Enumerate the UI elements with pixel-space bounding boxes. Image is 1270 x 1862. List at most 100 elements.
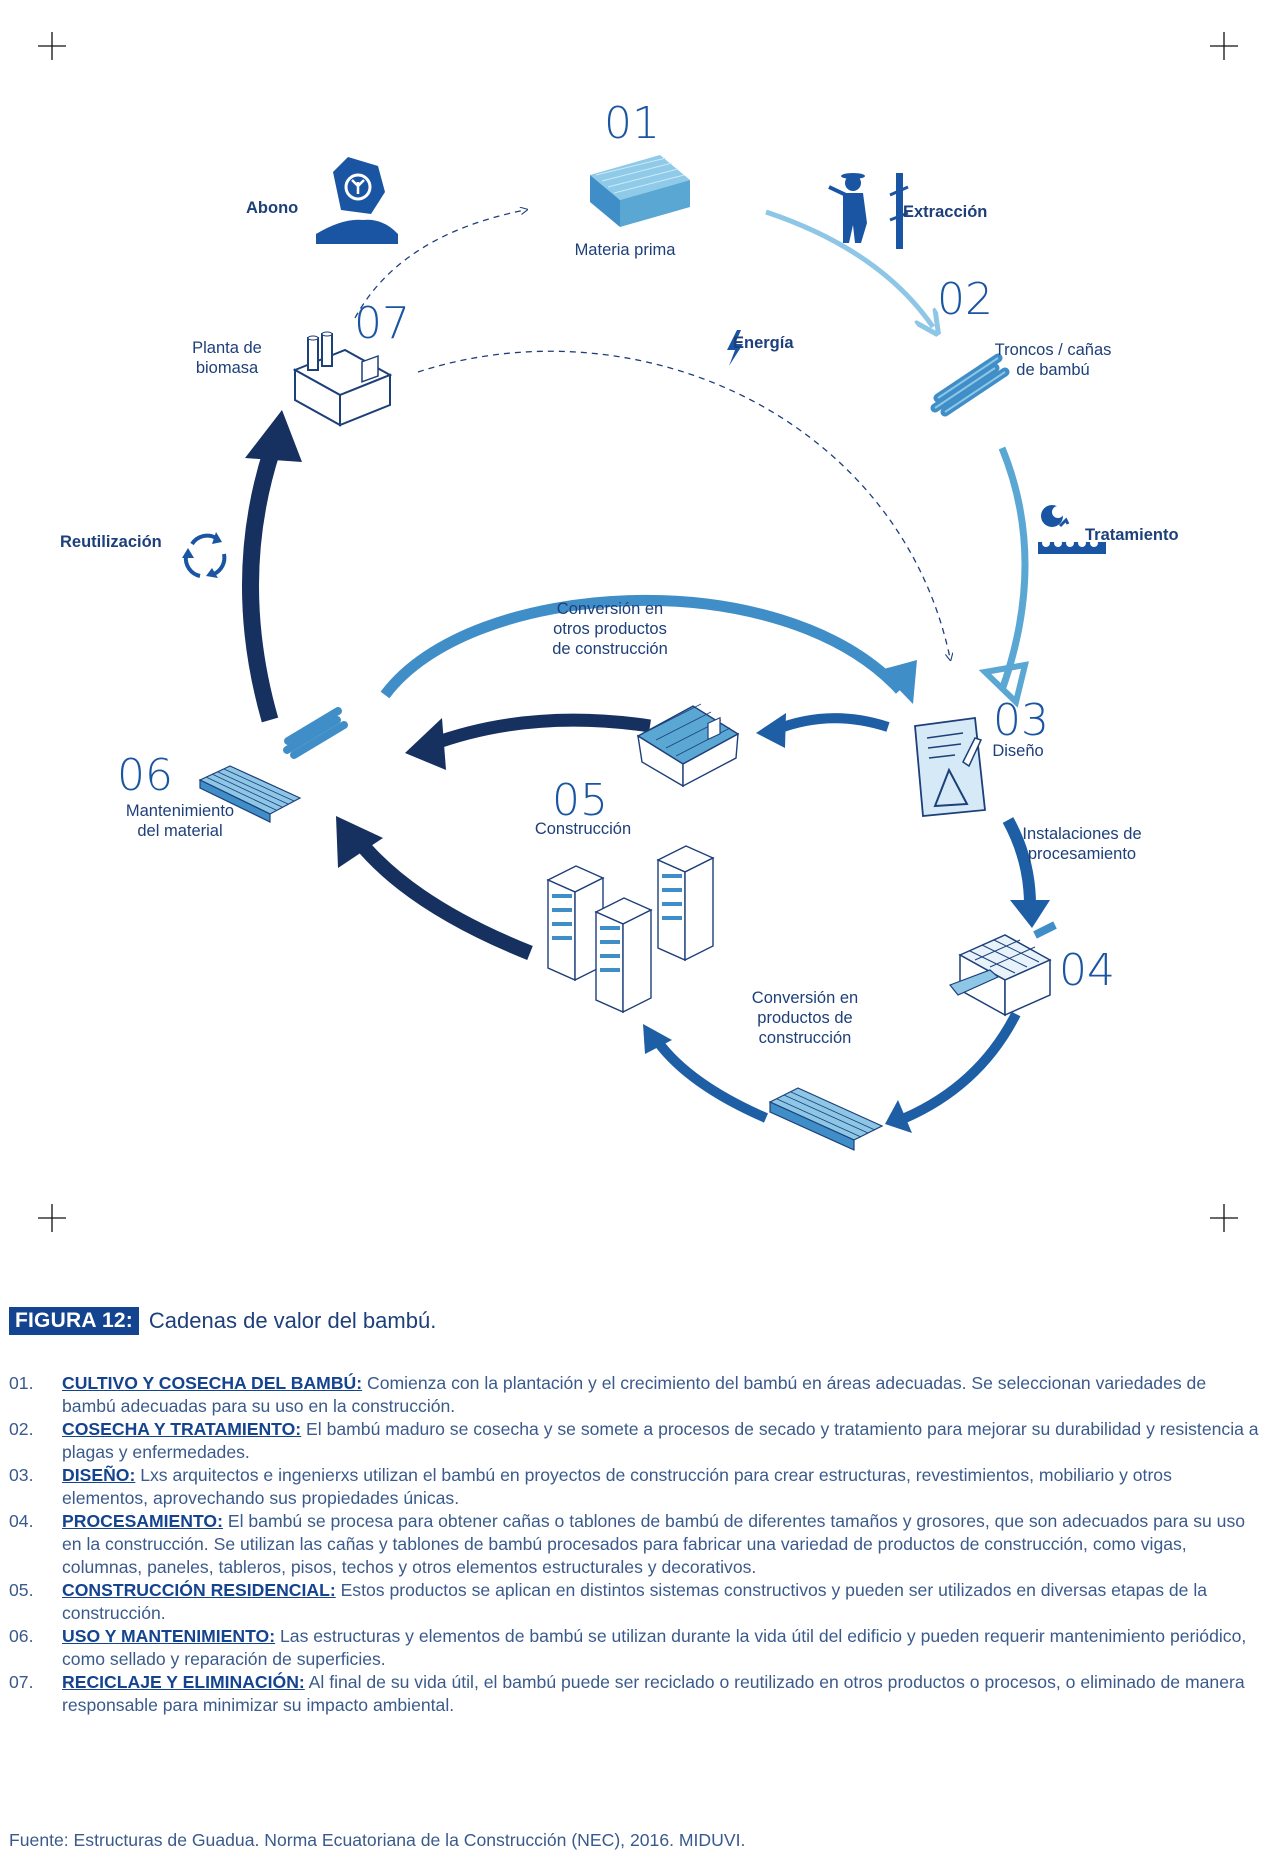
stage-02-label-line1: Troncos / cañas — [995, 341, 1112, 359]
crop-marks — [38, 32, 1238, 1232]
action-tratamiento-label: Tratamiento — [1085, 526, 1179, 544]
arrow-boards-05 — [653, 1038, 768, 1123]
arrowhead-03-house — [756, 713, 786, 748]
note-heading: COSECHA Y TRATAMIENTO: — [62, 1419, 302, 1439]
note-text: Comienza con la plantación y el crecimie… — [62, 1373, 1207, 1416]
note-text: Lxs arquitectos e ingenierxs utilizan el… — [62, 1465, 1172, 1508]
worker-harvest-icon — [828, 173, 909, 249]
house-icon — [636, 703, 740, 788]
note-number: 03. — [9, 1465, 34, 1485]
arrow-05-06 — [352, 835, 533, 960]
factory-icon — [949, 921, 1057, 1017]
stage-07-number: 07 — [354, 298, 410, 349]
note-number: 02. — [9, 1419, 34, 1439]
stage-03-number: 03 — [993, 695, 1049, 746]
action-conversion-top-line2: otros productos — [553, 620, 667, 638]
arrowhead-05-06 — [336, 816, 383, 868]
action-instalaciones-line1: Instalaciones de — [1022, 825, 1141, 843]
action-instalaciones-line2: procesamiento — [1028, 845, 1136, 863]
arrowhead-house-06 — [405, 718, 446, 770]
note-number: 07. — [9, 1672, 34, 1692]
stage-03-label: Diseño — [992, 742, 1043, 760]
stage-01-number: 01 — [604, 98, 660, 149]
note-number: 05. — [9, 1580, 34, 1600]
note-item: 03. DISEÑO: Lxs arquitectos e ingenierxs … — [9, 1464, 1259, 1510]
energy-bolt-icon — [727, 330, 743, 366]
arrowhead-conversion-top — [880, 660, 917, 704]
note-item: 01. CULTIVO Y COSECHA DEL BAMBÚ: Comienza… — [9, 1372, 1259, 1418]
figure-title: Cadenas de valor del bambú. — [148, 1308, 437, 1333]
note-heading: USO Y MANTENIMIENTO: — [62, 1626, 276, 1646]
arrow-conversion-top — [380, 594, 905, 699]
bamboo-logs-icon-06 — [283, 707, 348, 759]
arrowhead-04-boards — [885, 1100, 912, 1133]
notes-list: 01. CULTIVO Y COSECHA DEL BAMBÚ: Comienza… — [9, 1372, 1259, 1717]
stage-01-label: Materia prima — [575, 241, 677, 259]
note-item: 06. USO Y MANTENIMIENTO: Las estructuras … — [9, 1625, 1259, 1671]
treatment-tank-icon — [1038, 505, 1106, 554]
note-heading: PROCESAMIENTO: — [62, 1511, 223, 1531]
arrow-01-02 — [765, 209, 933, 327]
arrow-03-house — [773, 713, 890, 735]
arrow-04-boards — [902, 1011, 1021, 1123]
stage-04-number: 04 — [1059, 945, 1115, 996]
note-number: 06. — [9, 1626, 34, 1646]
note-item: 07. RECICLAJE Y ELIMINACIÓN: Al final de … — [9, 1671, 1259, 1717]
note-text: El bambú maduro se cosecha y se somete a… — [62, 1419, 1259, 1462]
stage-05-number: 05 — [552, 775, 608, 826]
figure-tag: FIGURA 12: — [9, 1307, 139, 1335]
note-text: Estos productos se aplican en distintos … — [62, 1580, 1208, 1623]
stage-06-number: 06 — [117, 750, 173, 801]
arrow-house-06 — [427, 713, 651, 752]
action-conversion-bottom-line1: Conversión en — [752, 989, 858, 1007]
biomass-plant-icon — [292, 331, 393, 427]
note-heading: CONSTRUCCIÓN RESIDENCIAL: — [62, 1580, 336, 1600]
stage-07-label-line2: biomasa — [196, 359, 259, 377]
stage-02-number: 02 — [937, 274, 993, 325]
action-energia-label: Energía — [733, 334, 794, 352]
arrow-03-04 — [1002, 817, 1036, 906]
arrowhead-06-07 — [245, 410, 302, 462]
arrowhead-02-03 — [978, 661, 1029, 708]
action-abono-label: Abono — [246, 199, 298, 217]
figure-caption: FIGURA 12: Cadenas de valor del bambú. — [9, 1306, 436, 1336]
stage-05-label: Construcción — [535, 820, 631, 838]
recycle-icon — [182, 532, 227, 578]
action-conversion-bottom-line3: construcción — [759, 1029, 852, 1047]
dashed-arrow-abono — [354, 210, 525, 319]
dashed-arrow-energia — [417, 350, 950, 658]
bamboo-field-icon — [590, 155, 690, 227]
fertilizer-bag-icon — [316, 157, 398, 244]
arrowhead-boards-05 — [643, 1024, 672, 1054]
arrow-06-07 — [242, 447, 281, 723]
stage-02-label-line2: de bambú — [1016, 361, 1089, 379]
note-number: 04. — [9, 1511, 34, 1531]
note-item: 05. CONSTRUCCIÓN RESIDENCIAL: Estos produ… — [9, 1579, 1259, 1625]
buildings-icon — [546, 845, 715, 1014]
action-conversion-bottom-line2: productos de — [757, 1009, 852, 1027]
note-text: Al final de su vida útil, el bambú puede… — [62, 1672, 1245, 1715]
note-text: Las estructuras y elementos de bambú se … — [62, 1626, 1247, 1669]
note-item: 04. PROCESAMIENTO: El bambú se procesa pa… — [9, 1510, 1259, 1579]
design-sheet-icon — [914, 716, 986, 817]
action-conversion-top-line3: de construcción — [552, 640, 668, 658]
bamboo-boards-icon-04 — [768, 1087, 884, 1151]
action-conversion-top-line1: Conversión en — [557, 600, 663, 618]
stage-07-label-line1: Planta de — [192, 339, 262, 357]
note-number: 01. — [9, 1373, 34, 1393]
note-text: El bambú se procesa para obtener cañas o… — [62, 1511, 1246, 1577]
note-heading: CULTIVO Y COSECHA DEL BAMBÚ: — [62, 1373, 363, 1393]
bamboo-logs-icon — [930, 353, 1010, 417]
arrow-02-03 — [998, 446, 1029, 692]
bamboo-boards-icon-06 — [198, 765, 302, 823]
arrowhead-03-04 — [1010, 900, 1050, 928]
stage-06-label-line2: del material — [137, 822, 222, 840]
note-item: 02. COSECHA Y TRATAMIENTO: El bambú madur… — [9, 1418, 1259, 1464]
note-heading: DISEÑO: — [62, 1465, 136, 1485]
source-note: Fuente: Estructuras de Guadua. Norma Ecu… — [9, 1830, 746, 1850]
action-reutilizacion-label: Reutilización — [60, 533, 162, 551]
action-extraccion-label: Extracción — [903, 203, 987, 221]
stage-06-label-line1: Mantenimiento — [126, 802, 234, 820]
note-heading: RECICLAJE Y ELIMINACIÓN: — [62, 1672, 305, 1692]
value-chain-diagram: 01 02 03 04 05 06 07 Materia prima Tronc… — [38, 32, 1238, 1232]
